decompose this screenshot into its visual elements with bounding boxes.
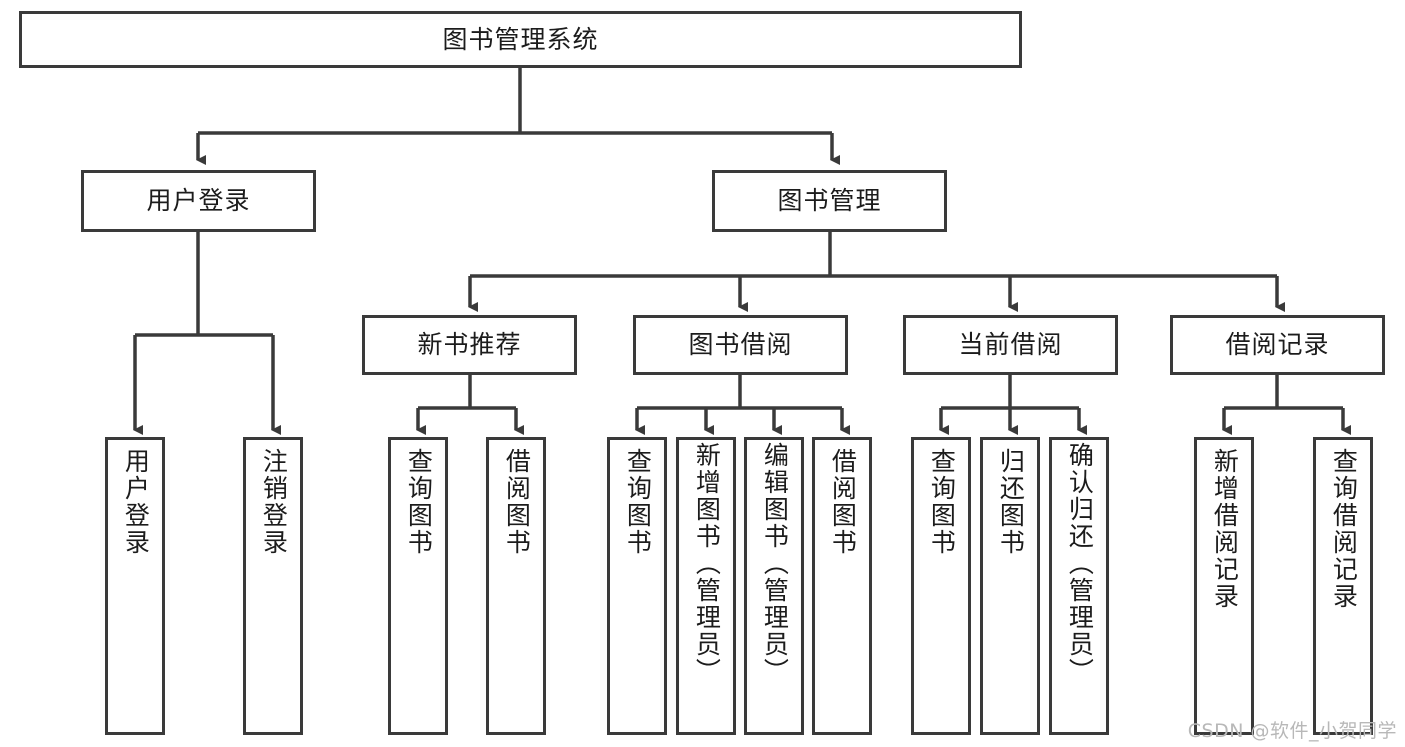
leaf-add-book[interactable]: 新增图书（管理员） bbox=[676, 437, 736, 735]
node-label: 当前借阅 bbox=[958, 330, 1063, 360]
leaf-label: 借阅图书 bbox=[828, 448, 858, 556]
leaf-label: 新增借阅记录 bbox=[1210, 448, 1240, 610]
leaf-label: 借阅图书 bbox=[502, 448, 532, 556]
node-label: 用户登录 bbox=[146, 186, 251, 216]
node-book-management[interactable]: 图书管理 bbox=[712, 170, 947, 232]
node-current-borrow[interactable]: 当前借阅 bbox=[903, 315, 1118, 375]
leaf-user-login[interactable]: 用户登录 bbox=[105, 437, 165, 735]
leaf-query-record[interactable]: 查询借阅记录 bbox=[1313, 437, 1373, 735]
node-label: 借阅记录 bbox=[1225, 330, 1330, 360]
node-root-book-management-system[interactable]: 图书管理系统 bbox=[19, 11, 1022, 68]
leaf-label: 查询图书 bbox=[404, 448, 434, 556]
leaf-label: 查询图书 bbox=[623, 448, 653, 556]
leaf-label: 查询借阅记录 bbox=[1329, 448, 1359, 610]
leaf-add-record[interactable]: 新增借阅记录 bbox=[1194, 437, 1254, 735]
leaf-label: 用户登录 bbox=[121, 448, 151, 556]
node-borrow-record[interactable]: 借阅记录 bbox=[1170, 315, 1385, 375]
leaf-label: 新增图书（管理员） bbox=[692, 442, 722, 685]
node-new-book-recommend[interactable]: 新书推荐 bbox=[362, 315, 577, 375]
node-label: 图书借阅 bbox=[688, 330, 793, 360]
leaf-label: 归还图书 bbox=[996, 448, 1026, 556]
leaf-label: 注销登录 bbox=[259, 448, 289, 556]
watermark-text: CSDN @软件_小贺同学 bbox=[1187, 720, 1397, 742]
leaf-query-book-2[interactable]: 查询图书 bbox=[607, 437, 667, 735]
leaf-query-book-3[interactable]: 查询图书 bbox=[911, 437, 971, 735]
leaf-label: 查询图书 bbox=[927, 448, 957, 556]
node-label: 图书管理系统 bbox=[442, 24, 599, 54]
node-book-borrow[interactable]: 图书借阅 bbox=[633, 315, 848, 375]
leaf-logout-login[interactable]: 注销登录 bbox=[243, 437, 303, 735]
node-user-login[interactable]: 用户登录 bbox=[81, 170, 316, 232]
leaf-confirm-return[interactable]: 确认归还（管理员） bbox=[1049, 437, 1109, 735]
leaf-edit-book[interactable]: 编辑图书（管理员） bbox=[744, 437, 804, 735]
node-label: 图书管理 bbox=[777, 186, 882, 216]
leaf-borrow-book-1[interactable]: 借阅图书 bbox=[486, 437, 546, 735]
leaf-borrow-book-2[interactable]: 借阅图书 bbox=[812, 437, 872, 735]
node-label: 新书推荐 bbox=[417, 330, 522, 360]
leaf-label: 编辑图书（管理员） bbox=[760, 442, 790, 685]
leaf-query-book-1[interactable]: 查询图书 bbox=[388, 437, 448, 735]
leaf-label: 确认归还（管理员） bbox=[1065, 442, 1095, 685]
leaf-return-book[interactable]: 归还图书 bbox=[980, 437, 1040, 735]
